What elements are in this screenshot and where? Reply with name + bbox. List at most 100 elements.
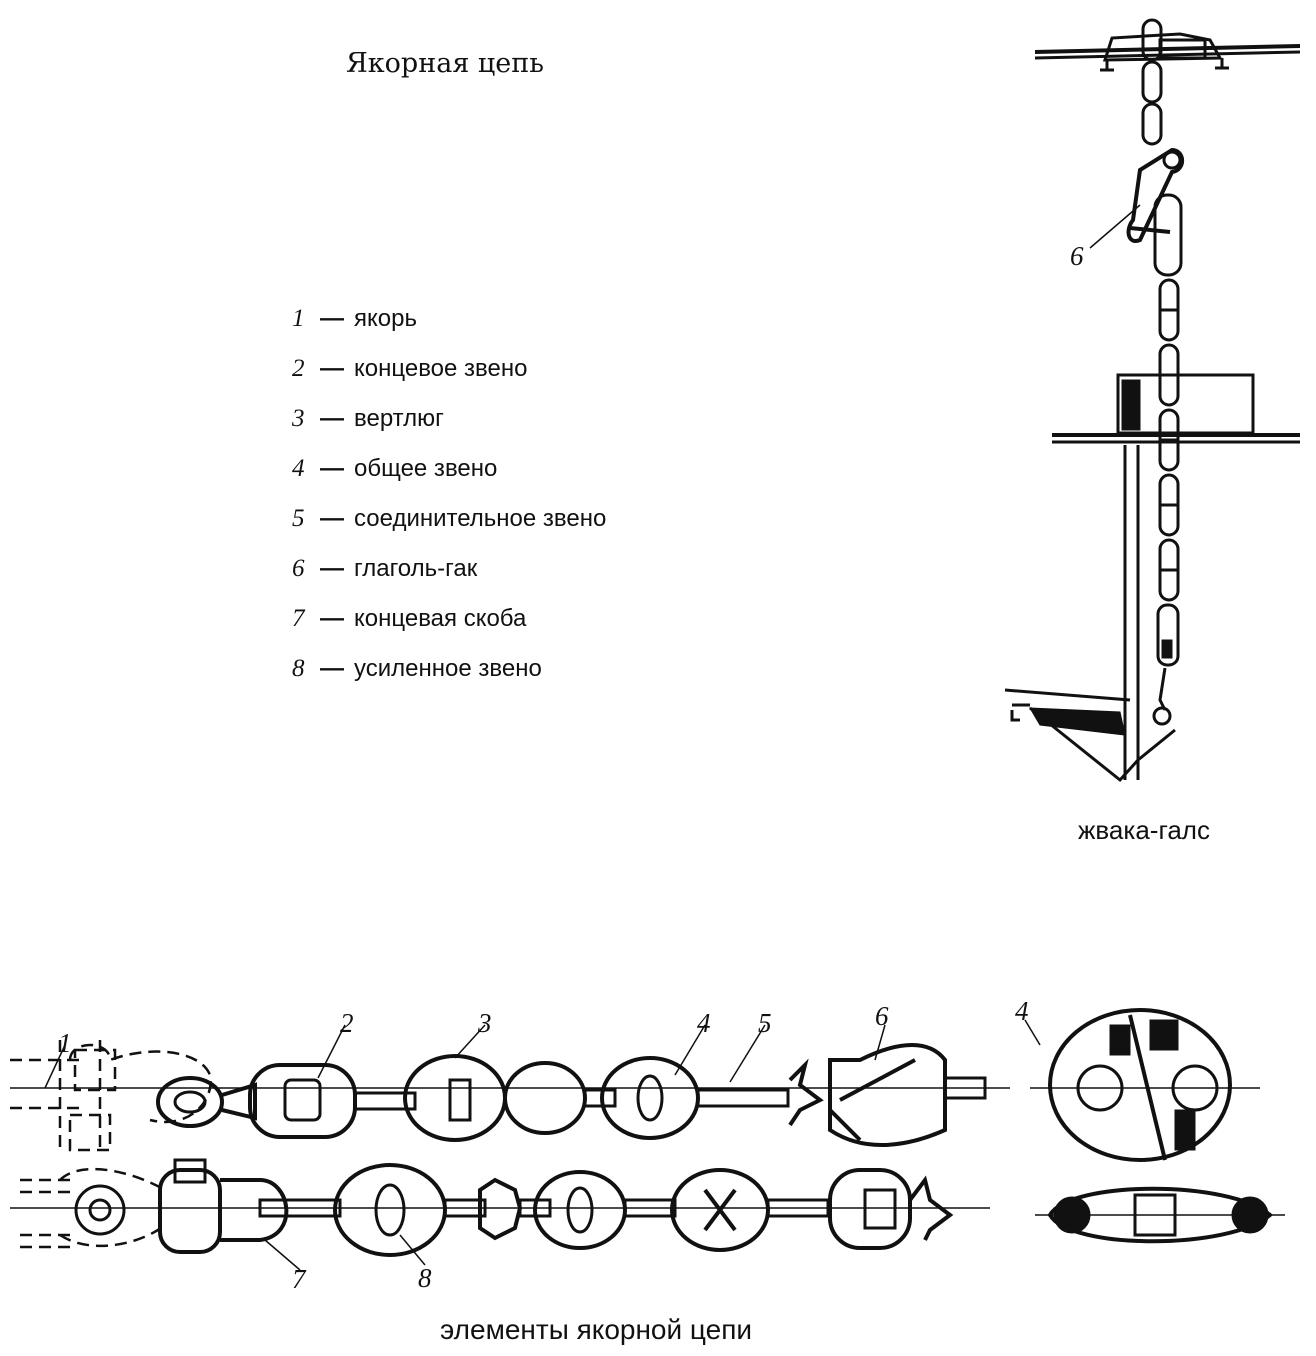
callout-8-label: 8 xyxy=(418,1263,432,1293)
legend-dash: — xyxy=(320,605,344,632)
callout-leader-4 xyxy=(674,1024,706,1076)
hook-pin xyxy=(1129,226,1171,234)
anchor-arm-dashed xyxy=(59,1167,166,1248)
legend-label: концевая скоба xyxy=(354,605,527,632)
callout-5-label: 5 xyxy=(758,1008,772,1038)
callout-leader-7 xyxy=(264,1239,301,1271)
swivel xyxy=(403,1054,507,1142)
chain-link-oval xyxy=(503,1061,587,1135)
callout-leader-3 xyxy=(454,1024,486,1059)
flat-section-end-right xyxy=(1231,1196,1269,1234)
callout-6-label: 6 xyxy=(875,1001,889,1031)
anchor-shackle-dashed xyxy=(73,1048,117,1092)
stopper-bolts xyxy=(1100,58,1229,72)
chain-link-stud xyxy=(863,1188,897,1230)
chain-link xyxy=(1141,60,1163,104)
hook-tongue xyxy=(839,1058,916,1102)
callout-leader-2 xyxy=(317,1024,346,1079)
enlarged-link-stud xyxy=(374,1183,406,1237)
callout-leader-1 xyxy=(44,1044,66,1089)
legend-label: концевое звено xyxy=(354,355,528,382)
legend-item: 3 — вертлюг xyxy=(292,394,606,444)
callout-leader-5 xyxy=(729,1024,766,1083)
legend-label: вертлюг xyxy=(354,405,444,432)
connecting-bar xyxy=(258,1198,342,1218)
chain-locker-illustration: 6 xyxy=(1004,18,1301,783)
chain-end xyxy=(1158,667,1167,711)
section-shade-left xyxy=(1109,1024,1131,1056)
legend-number: 2 xyxy=(292,355,305,382)
locker-floor xyxy=(1004,688,1131,702)
legend-dash: — xyxy=(320,305,344,332)
bitter-end-eye xyxy=(1152,706,1172,726)
chain-link xyxy=(828,1168,912,1250)
legend-label: общее звено xyxy=(354,455,498,482)
section-shade-right xyxy=(1174,1109,1196,1151)
page-title: Якорная цепь xyxy=(346,48,544,79)
shackle-bow xyxy=(220,1178,289,1242)
anchor-outline-dashed xyxy=(68,1043,212,1124)
legend-item: 1 — якорь xyxy=(292,294,606,344)
connecting-bar xyxy=(623,1198,677,1218)
flat-section-end-left xyxy=(1053,1196,1091,1234)
legend-number: 3 xyxy=(292,405,305,432)
callout-2-label: 2 xyxy=(340,1008,354,1038)
legend-dash: — xyxy=(320,655,344,682)
legend-number: 4 xyxy=(292,455,305,482)
chain-elements-illustration: 1 2 3 4 5 6 xyxy=(10,996,1285,1294)
connecting-bar xyxy=(353,1091,417,1111)
legend-number: 8 xyxy=(292,655,305,682)
legend-number: 6 xyxy=(292,555,305,582)
legend-dash: — xyxy=(320,355,344,382)
section-diagonal xyxy=(1128,1014,1167,1161)
swivel-row2 xyxy=(478,1177,523,1241)
anchor-dashed xyxy=(10,1040,102,1150)
chain-link xyxy=(1153,193,1183,277)
hook-pin xyxy=(828,1108,862,1142)
swivel-pin xyxy=(448,1078,472,1122)
connecting-link-break xyxy=(788,1058,824,1127)
connecting-link-bar xyxy=(696,1088,790,1108)
legend-item: 8 — усиленное звено xyxy=(292,644,606,694)
callout-3-label: 3 xyxy=(477,1008,492,1038)
legend-dash: — xyxy=(320,405,344,432)
legend-label: якорь xyxy=(354,305,417,332)
end-link-shank xyxy=(221,1082,257,1121)
callout-4-label: 4 xyxy=(697,1008,711,1038)
chain-break xyxy=(908,1175,954,1241)
link-stud xyxy=(1161,639,1173,659)
deck-beam-top xyxy=(1034,44,1301,54)
legend-dash: — xyxy=(320,505,344,532)
slip-hook xyxy=(1126,147,1185,243)
legend-number: 1 xyxy=(292,305,305,332)
end-link xyxy=(248,1063,357,1139)
common-link-stud xyxy=(636,1074,664,1122)
callout-leader-4b xyxy=(1024,1019,1041,1046)
floor-mark xyxy=(1010,703,1030,722)
bracket-shade xyxy=(1029,707,1126,736)
flat-section-stud xyxy=(1133,1193,1177,1237)
caption-chain-locker: жвака-галс xyxy=(1078,815,1210,845)
deck-beam-top-lower xyxy=(1034,50,1301,60)
section-hole-left xyxy=(1076,1064,1124,1112)
callout-7-label: 7 xyxy=(292,1264,307,1294)
legend-number: 5 xyxy=(292,505,305,532)
chain-link xyxy=(1141,102,1163,146)
slip-hook xyxy=(828,1043,947,1147)
caption-chain-elements: элементы якорной цепи xyxy=(440,1314,753,1345)
callout-leader-6 xyxy=(874,1024,886,1061)
callout-leader-6 xyxy=(1089,204,1141,249)
legend-list: 1—якорь 2—концевое звено 3—вертлюг 4—общ… xyxy=(292,294,606,694)
legend-label: усиленное звено xyxy=(354,655,542,682)
legend-number: 7 xyxy=(292,605,305,632)
callout-4b-label: 4 xyxy=(1015,996,1029,1026)
legend-dash: — xyxy=(320,555,344,582)
kenter-link-stud xyxy=(703,1188,737,1232)
hook-eye xyxy=(1162,150,1182,170)
legend-item: 4—общее звено xyxy=(292,444,606,494)
end-eye xyxy=(156,1076,224,1128)
section-shade-top xyxy=(1149,1019,1179,1051)
anchor-ring xyxy=(74,1184,126,1236)
legend-label: соединительное звено xyxy=(354,505,607,532)
